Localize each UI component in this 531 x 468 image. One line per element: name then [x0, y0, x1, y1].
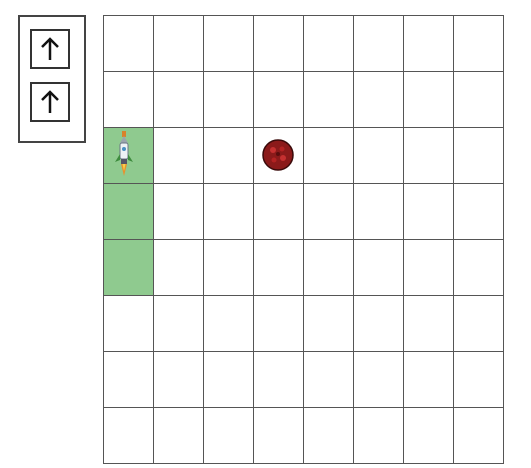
grid-cell-visited [103, 127, 154, 184]
grid-cell [253, 407, 304, 464]
grid-cell [453, 407, 504, 464]
grid-cell [303, 127, 354, 184]
command-panel [18, 15, 86, 143]
grid-cell [153, 127, 204, 184]
grid-cell [203, 71, 254, 128]
grid-cell [103, 351, 154, 408]
grid-cell [303, 295, 354, 352]
grid-cell [353, 183, 404, 240]
grid-cell [103, 15, 154, 72]
grid-cell [403, 15, 454, 72]
grid-cell [253, 183, 304, 240]
grid-cell [253, 127, 304, 184]
grid-cell [303, 351, 354, 408]
grid-cell [303, 407, 354, 464]
grid-cell-visited [103, 183, 154, 240]
grid-cell [103, 295, 154, 352]
grid-cell [403, 407, 454, 464]
grid-cell [203, 407, 254, 464]
grid-cell [353, 239, 404, 296]
grid-cell [153, 239, 204, 296]
grid-cell [453, 351, 504, 408]
grid-cell [403, 127, 454, 184]
grid-cell [403, 71, 454, 128]
grid-cell [453, 239, 504, 296]
grid-cell [203, 183, 254, 240]
grid-cell [103, 71, 154, 128]
grid-cell [353, 295, 404, 352]
grid-cell [353, 351, 404, 408]
grid-cell [403, 351, 454, 408]
grid-cell [153, 15, 204, 72]
grid-cell [153, 183, 204, 240]
grid-cell [453, 127, 504, 184]
grid-cell [153, 351, 204, 408]
grid-cell [203, 15, 254, 72]
grid-cell [453, 295, 504, 352]
command-card-up[interactable] [30, 82, 70, 122]
grid-cell [303, 239, 354, 296]
grid-cell [203, 295, 254, 352]
grid-cell [203, 127, 254, 184]
grid-cell [203, 239, 254, 296]
arrow-up-icon [39, 89, 61, 115]
grid-cell [353, 15, 404, 72]
grid-cell [103, 407, 154, 464]
grid-cell [253, 239, 304, 296]
grid-cell [153, 295, 204, 352]
grid-cell [453, 183, 504, 240]
arrow-up-icon [39, 36, 61, 62]
grid-cell [403, 239, 454, 296]
grid-cell [403, 183, 454, 240]
grid-cell [303, 15, 354, 72]
grid-cell [153, 71, 204, 128]
grid-cell [253, 15, 304, 72]
grid-cell [203, 351, 254, 408]
grid-cell [253, 351, 304, 408]
grid-cell [303, 71, 354, 128]
grid-cell [353, 407, 404, 464]
grid-cell [353, 127, 404, 184]
grid-cell [403, 295, 454, 352]
grid-cell [353, 71, 404, 128]
game-grid [103, 15, 503, 463]
grid-cell [253, 71, 304, 128]
grid-cell-visited [103, 239, 154, 296]
command-card-up[interactable] [30, 29, 70, 69]
grid-cell [253, 295, 304, 352]
grid-cell [303, 183, 354, 240]
grid-cell [153, 407, 204, 464]
grid-cell [453, 15, 504, 72]
grid-cell [453, 71, 504, 128]
